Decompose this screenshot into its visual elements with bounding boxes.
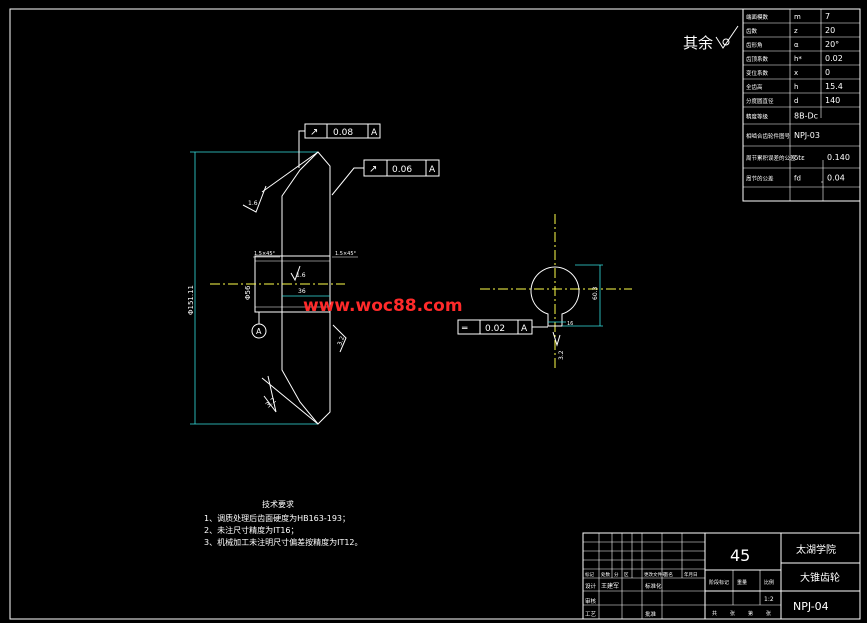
tb-material: 45 — [730, 546, 750, 565]
param-name: 齿数 — [746, 27, 758, 35]
chamfer-left: 1.5×45° — [254, 251, 276, 257]
param-name: 变位系数 — [746, 69, 769, 77]
param-symbol: x — [794, 69, 798, 77]
param-name: 相啮合齿轮件图号 — [746, 132, 791, 140]
keyway-view: 60.3 16 ═ 0.02 A 3.2 — [457, 214, 632, 368]
params-table: 端面模数 m 7 齿数 z 20 齿形角 α 20° 齿顶系数 h* 0.02 变位系数 x 0 全齿高 h 15… — [742, 8, 861, 202]
tb-row-label: 工艺 — [585, 611, 597, 618]
tb-row-name: 王建军 — [601, 582, 619, 590]
tb-part-name: 大锥齿轮 — [800, 571, 840, 584]
param-name: 端面模数 — [746, 13, 769, 21]
tol-2-datum: A — [429, 165, 436, 175]
param-symbol: fd — [794, 175, 801, 183]
datum-a-label: A — [256, 327, 262, 336]
ra-top-label: 1.6 — [296, 272, 306, 279]
ra-bore-label: 1.6 — [248, 200, 258, 207]
dim-outer-dia: Φ151.11 — [187, 285, 195, 315]
param-value: 0.02 — [825, 54, 843, 63]
param-value: 8B-Dc — [794, 112, 818, 121]
tb-drawing-no: NPJ-04 — [793, 600, 829, 613]
tol-1-symbol: ↗ — [310, 127, 318, 138]
param-name: 分度圆直径 — [746, 97, 774, 105]
tb-sheet-3: 第 — [748, 610, 753, 617]
ra-key-label: 3.2 — [558, 350, 565, 360]
param-name: 齿顶系数 — [746, 55, 769, 63]
tb-header-label: 处数 — [601, 571, 610, 578]
param-symbol: α — [794, 41, 799, 49]
tb-row-label: 设计 — [585, 582, 597, 590]
tb-row-extra: 标准化 — [645, 582, 662, 590]
param-symbol: m — [794, 13, 801, 21]
param-symbol: δtε — [794, 154, 805, 162]
param-symbol: z — [794, 27, 798, 35]
param-value: 15.4 — [825, 82, 843, 91]
dim-keyway-depth: 60.3 — [592, 286, 599, 300]
ra-side-label: 3.2 — [336, 335, 346, 347]
drawing-border — [9, 8, 861, 620]
tol-1-datum: A — [371, 128, 378, 138]
tb-header-label: 更改文件号 — [644, 571, 667, 578]
param-name: 全齿高 — [746, 83, 763, 91]
param-symbol: h* — [794, 55, 802, 63]
title-block: 标记处数分区 更改文件号签名 年月日设计王建军 标准化审核工艺 批准 45 太湖学院 大… — [582, 532, 861, 620]
tol-1-value: 0.08 — [333, 128, 353, 138]
tol-2-symbol: ↗ — [369, 164, 377, 175]
param-symbol: h — [794, 83, 798, 91]
tol-3-datum: A — [521, 324, 528, 334]
tech-requirements: 技术要求 1、调质处理后齿面硬度为HB163-193； 2、未注尺寸精度为IT1… — [204, 499, 363, 547]
tech-title: 技术要求 — [262, 499, 294, 509]
roughness-symbol — [715, 25, 739, 49]
tb-sheet-4: 张 — [766, 610, 771, 617]
tb-header-label: 标记 — [585, 571, 594, 578]
tb-stage-2: 重量 — [737, 579, 747, 586]
datum-a-circle — [251, 323, 267, 339]
param-value: 7 — [825, 12, 830, 21]
param-symbol: d — [794, 97, 798, 105]
tech-item-3: 3、机械加工未注明尺寸偏差按精度为IT12。 — [204, 537, 363, 547]
param-value: 0.140 — [827, 153, 850, 162]
tb-row-label: 审核 — [585, 597, 597, 605]
param-name: 精度等级 — [746, 113, 769, 121]
tol-3-symbol: ═ — [461, 324, 468, 334]
tb-stage-3: 比例 — [764, 579, 774, 586]
dim-width: 36 — [298, 288, 306, 295]
param-value: 20 — [825, 26, 835, 35]
dim-keyway-width: 16 — [567, 321, 573, 327]
param-name: 周节累积误差的公差 — [746, 154, 796, 162]
tb-stage-1: 阶段标记 — [709, 579, 729, 586]
param-value: NPJ-03 — [794, 131, 820, 140]
surface-note: 其余 — [683, 34, 713, 52]
dim-bore-dia: Φ56 — [244, 285, 252, 300]
watermark: www.woc88.com — [303, 296, 463, 316]
tb-sheet-1: 共 — [712, 610, 717, 617]
tech-item-2: 2、未注尺寸精度为IT16； — [204, 525, 299, 535]
tb-header-label: 区 — [624, 572, 629, 578]
tb-school: 太湖学院 — [796, 543, 836, 556]
param-name: 周节的公差 — [746, 175, 774, 183]
param-value: 20° — [825, 40, 839, 49]
tol-2-value: 0.06 — [392, 165, 412, 175]
tb-sheet-2: 张 — [730, 610, 735, 617]
tb-header-label: 年月日 — [684, 571, 698, 578]
chamfer-right: 1.5×45° — [335, 251, 357, 257]
tol-3-value: 0.02 — [485, 324, 505, 334]
param-name: 齿形角 — [746, 41, 763, 49]
tech-item-1: 1、调质处理后齿面硬度为HB163-193； — [204, 513, 350, 523]
tb-scale: 1:2 — [764, 596, 774, 603]
tb-header-label: 签名 — [664, 571, 673, 578]
tb-row-extra: 批准 — [645, 610, 657, 618]
tb-header-label: 分 — [614, 571, 619, 578]
param-value: 140 — [825, 96, 840, 105]
param-value: 0 — [825, 68, 830, 77]
gear-section: Φ151.11 ↗ 0.08 A ↗ 0.06 A 1.5×45° — [187, 123, 440, 425]
param-value: 0.04 — [827, 174, 845, 183]
